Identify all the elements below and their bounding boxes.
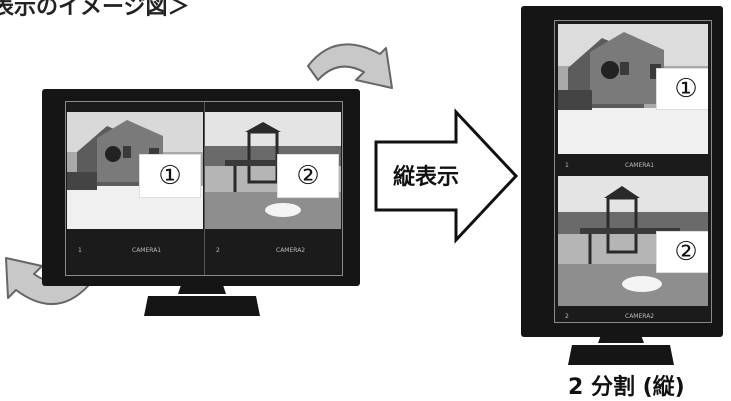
- pane-number-label: ①: [139, 154, 201, 198]
- camera-pane-2: ②: [205, 112, 341, 229]
- pane-number-label: ②: [656, 231, 708, 273]
- arrow-label: 縦表示: [392, 165, 459, 190]
- vertical-monitor-screen: ① ② 1 CAMERA1 2 CAMERA2: [554, 20, 712, 323]
- split-mode-label: 2 分割 (縦): [568, 375, 685, 400]
- pane-divider: [204, 102, 205, 275]
- status-camera-name: CAMERA2: [625, 313, 655, 320]
- status-index: 1: [565, 162, 569, 169]
- rotate-arrow-icon-top: [307, 43, 393, 89]
- status-index: 2: [565, 313, 569, 320]
- status-index: 1: [78, 247, 82, 254]
- pane-number-label: ②: [277, 154, 339, 198]
- status-camera-name: CAMERA1: [625, 162, 655, 169]
- diagram-caption: 表示のイメージ図＞: [0, 0, 190, 20]
- camera-1-image: [558, 24, 708, 154]
- camera-pane-2: ②: [558, 176, 708, 306]
- monitor-stand: [144, 276, 260, 316]
- horizontal-monitor: ① ② 1 CAMERA1 2 CAMERA2: [42, 89, 360, 286]
- right-arrow-icon: [374, 108, 519, 244]
- status-camera-name: CAMERA1: [132, 247, 162, 254]
- horizontal-monitor-screen: ① ② 1 CAMERA1 2 CAMERA2: [65, 101, 343, 276]
- camera-pane-1: ①: [558, 24, 708, 154]
- pane-number-label: ①: [656, 68, 708, 110]
- vertical-monitor: ① ② 1 CAMERA1 2 CAMERA2: [521, 6, 723, 337]
- monitor-stand: [568, 327, 674, 365]
- status-index: 2: [216, 247, 220, 254]
- status-camera-name: CAMERA2: [276, 247, 306, 254]
- camera-pane-1: ①: [67, 112, 203, 229]
